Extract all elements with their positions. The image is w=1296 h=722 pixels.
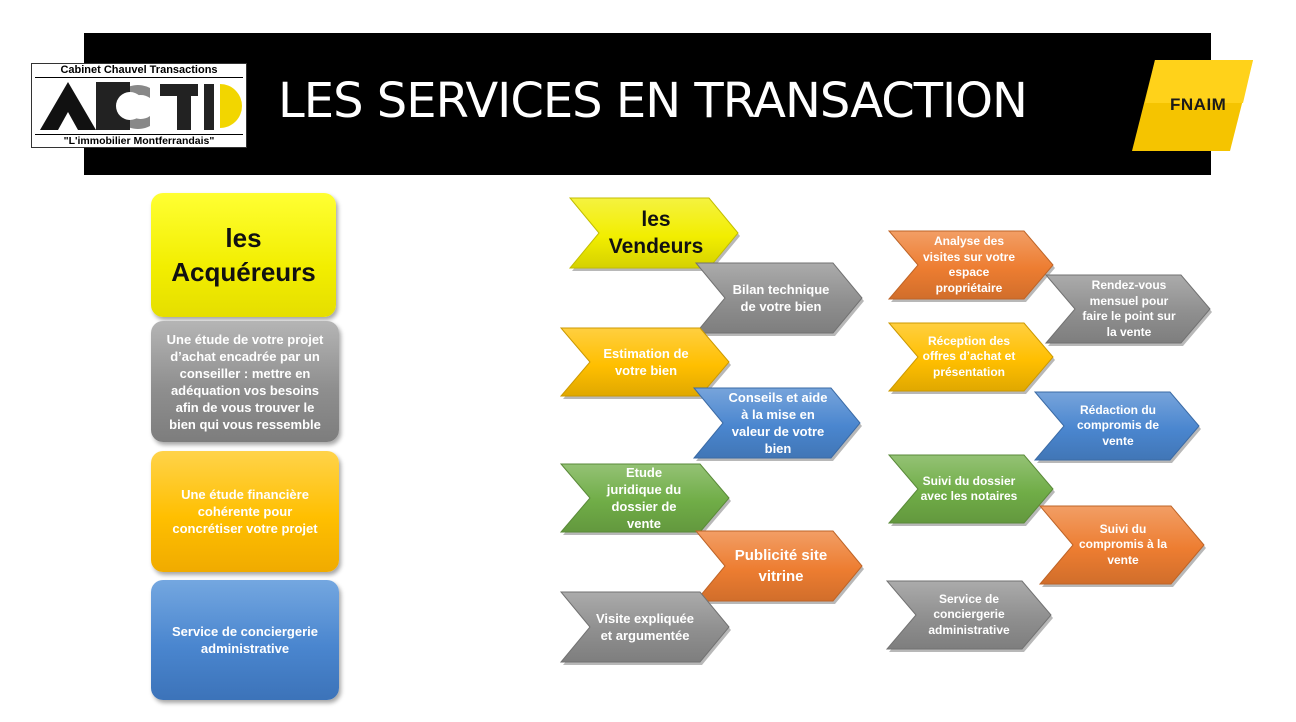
chevron-body: [887, 454, 1054, 524]
step-label: Rendez-vous mensuel pour faire le point …: [1082, 278, 1176, 339]
act-logo-mark: [40, 82, 242, 130]
step-label: Estimation de votre bien: [603, 346, 689, 378]
step-label: Etude juridique du dossier de vente: [606, 465, 682, 531]
step-label: Réception des offres d’achat et présenta…: [922, 333, 1016, 379]
chevron-body: [692, 387, 861, 459]
fnaim-logo-text: FNAIM: [1170, 95, 1227, 114]
step-label: Conseils et aide à la mise en valeur de …: [728, 390, 828, 456]
chevron-shape: [694, 530, 864, 604]
buyers-item-concierge: Service de conciergerie administrative: [151, 580, 339, 700]
chevron-shape: [568, 197, 740, 271]
buyers-item-label: Service de conciergerie administrative: [172, 624, 318, 656]
header-banner: [84, 33, 1211, 175]
fnaim-logo: FNAIM: [1125, 58, 1260, 153]
chevron-shape: [887, 322, 1055, 394]
chevron-shape: [887, 454, 1055, 526]
chevron-shape: [1044, 274, 1212, 346]
chevron-body: [887, 230, 1054, 300]
step-publicite: Publicité site vitrine: [694, 530, 864, 604]
chevron-shape: [885, 580, 1053, 652]
buyers-item-project-study: Une étude de votre projet d’achat encadr…: [151, 321, 339, 442]
act-logo-top-text: Cabinet Chauvel Transactions: [35, 64, 243, 78]
step-conseils: Conseils et aide à la mise en valeur de …: [692, 387, 862, 461]
sellers-title-arrow: les Vendeurs: [568, 197, 740, 271]
page-title: LES SERVICES EN TRANSACTION: [278, 73, 1028, 129]
step-redaction-compromis: Rédaction du compromis de vente: [1033, 391, 1201, 463]
chevron-body: [694, 530, 863, 602]
sellers-title: les Vendeurs: [608, 208, 704, 258]
step-analyse-visites: Analyse des visites sur votre espace pro…: [887, 230, 1055, 302]
chevron-shape: [887, 230, 1055, 302]
chevron-shape: [694, 262, 864, 336]
chevron-shape: [1038, 505, 1206, 587]
buyers-title: les Acquéreurs: [171, 223, 316, 287]
step-bilan-technique: Bilan technique de votre bien: [694, 262, 864, 336]
chevron-body: [885, 580, 1052, 650]
buyers-item-label: Une étude financière cohérente pour conc…: [172, 487, 318, 536]
chevron-body: [1038, 505, 1205, 585]
act-logo: Cabinet Chauvel Transactions "L'immobili…: [31, 63, 247, 148]
step-label: Visite expliquée et argumentée: [595, 611, 695, 643]
chevron-shape: [692, 387, 862, 461]
chevron-body: [1033, 391, 1200, 461]
step-etude-juridique: Etude juridique du dossier de vente: [559, 463, 731, 535]
step-label: Analyse des visites sur votre espace pro…: [922, 234, 1016, 295]
act-logo-bottom-text: "L'immobilier Montferrandais": [35, 134, 243, 147]
step-rendez-vous: Rendez-vous mensuel pour faire le point …: [1044, 274, 1212, 346]
step-label: Bilan technique de votre bien: [732, 282, 830, 314]
step-label: Rédaction du compromis de vente: [1076, 402, 1160, 448]
step-reception-offres: Réception des offres d’achat et présenta…: [887, 322, 1055, 394]
buyers-title-box: les Acquéreurs: [151, 193, 336, 317]
buyers-item-label: Une étude de votre projet d’achat encadr…: [166, 331, 324, 432]
chevron-body: [694, 262, 863, 334]
chevron-body: [1044, 274, 1211, 344]
step-visite: Visite expliquée et argumentée: [559, 591, 731, 665]
step-label: Suivi du dossier avec les notaires: [920, 473, 1018, 504]
step-suivi-dossier: Suivi du dossier avec les notaires: [887, 454, 1055, 526]
step-estimation: Estimation de votre bien: [559, 327, 731, 399]
chevron-shape: [1033, 391, 1201, 463]
buyers-item-financial-study: Une étude financière cohérente pour conc…: [151, 451, 339, 572]
step-label: Service de conciergerie administrative: [928, 591, 1010, 637]
chevron-shape: [559, 463, 731, 535]
chevron-body: [559, 591, 730, 663]
chevron-body: [887, 322, 1054, 392]
step-label: Suivi du compromis à la vente: [1078, 521, 1168, 567]
step-suivi-compromis: Suivi du compromis à la vente: [1038, 505, 1206, 587]
step-label: Publicité site vitrine: [734, 547, 828, 585]
step-conciergerie: Service de conciergerie administrative: [885, 580, 1053, 652]
chevron-shape: [559, 591, 731, 665]
